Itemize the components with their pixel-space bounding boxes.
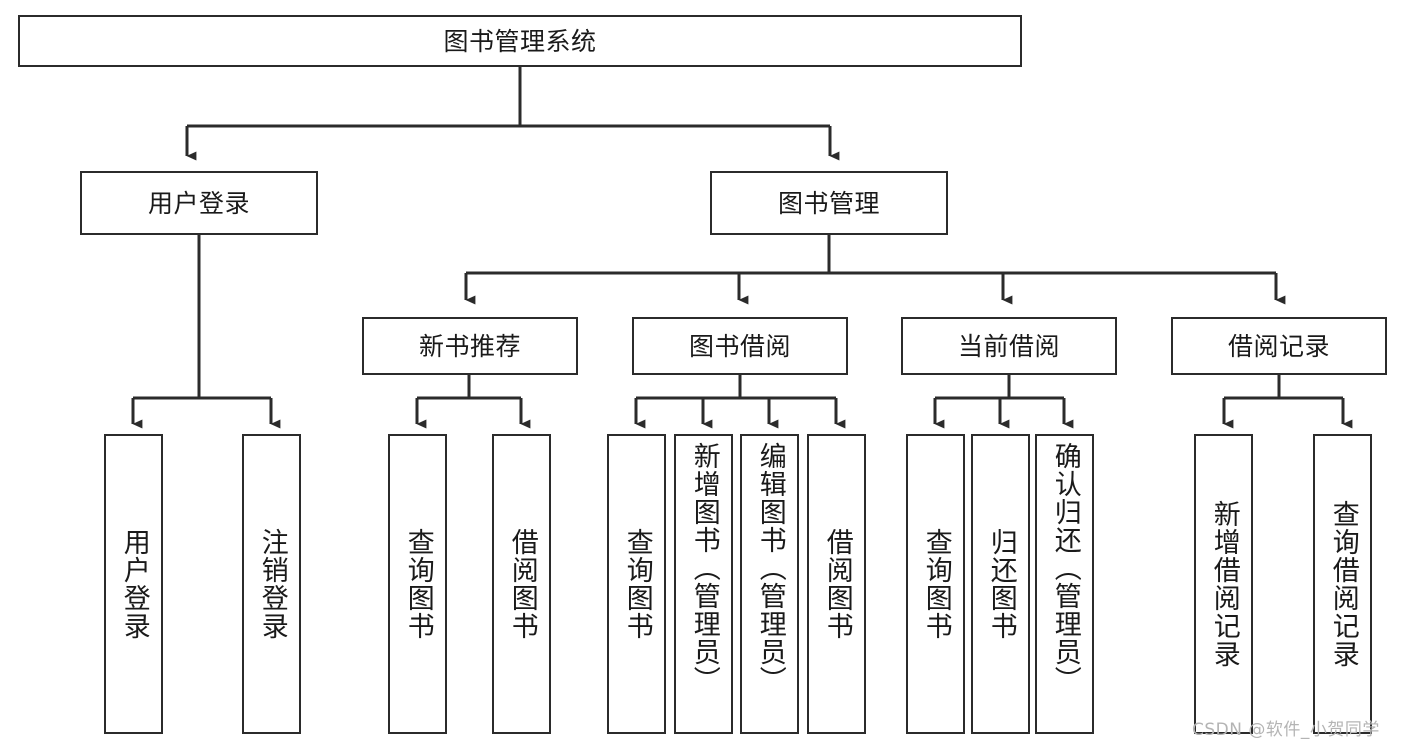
node-new-book-recommend[interactable]: 新书推荐 — [362, 317, 578, 375]
node-book-borrow[interactable]: 图书借阅 — [632, 317, 848, 375]
leaf-logout-login[interactable]: 注销登录 — [242, 434, 301, 734]
node-label: 新增借阅记录 — [1208, 500, 1240, 668]
node-label: 注销登录 — [256, 528, 288, 640]
node-label: 借阅记录 — [1227, 331, 1330, 361]
node-label: 图书管理 — [777, 188, 880, 218]
node-borrow-record[interactable]: 借阅记录 — [1171, 317, 1387, 375]
node-label: 新书推荐 — [418, 331, 521, 361]
leaf-confirm-return-admin[interactable]: 确认归还（管理员） — [1035, 434, 1094, 734]
leaf-query-borrow-record[interactable]: 查询借阅记录 — [1313, 434, 1372, 734]
node-label: 查询图书 — [920, 528, 952, 640]
node-label: 当前借阅 — [957, 331, 1060, 361]
leaf-add-borrow-record[interactable]: 新增借阅记录 — [1194, 434, 1253, 734]
leaf-query-book-new-recommend[interactable]: 查询图书 — [388, 434, 447, 734]
node-current-borrow[interactable]: 当前借阅 — [901, 317, 1117, 375]
leaf-edit-book-admin[interactable]: 编辑图书（管理员） — [740, 434, 799, 734]
node-label: 新增图书（管理员） — [688, 442, 720, 694]
leaf-return-book[interactable]: 归还图书 — [971, 434, 1030, 734]
node-label: 确认归还（管理员） — [1049, 442, 1081, 694]
node-label: 编辑图书（管理员） — [754, 442, 786, 694]
node-label: 图书借阅 — [688, 331, 791, 361]
leaf-borrow-book-new-recommend[interactable]: 借阅图书 — [492, 434, 551, 734]
node-label: 图书管理系统 — [443, 26, 597, 56]
node-label: 查询借阅记录 — [1327, 500, 1359, 668]
leaf-user-login[interactable]: 用户登录 — [104, 434, 163, 734]
leaf-query-book-current[interactable]: 查询图书 — [906, 434, 965, 734]
node-root-book-management-system[interactable]: 图书管理系统 — [18, 15, 1022, 67]
node-label: 归还图书 — [985, 528, 1017, 640]
leaf-query-book-borrow[interactable]: 查询图书 — [607, 434, 666, 734]
node-label: 用户登录 — [147, 188, 250, 218]
node-label: 查询图书 — [621, 528, 653, 640]
node-label: 借阅图书 — [821, 528, 853, 640]
node-user-login[interactable]: 用户登录 — [80, 171, 318, 235]
leaf-add-book-admin[interactable]: 新增图书（管理员） — [674, 434, 733, 734]
node-book-management[interactable]: 图书管理 — [710, 171, 948, 235]
node-label: 用户登录 — [118, 528, 150, 640]
leaf-borrow-book-borrow[interactable]: 借阅图书 — [807, 434, 866, 734]
node-label: 查询图书 — [402, 528, 434, 640]
node-label: 借阅图书 — [506, 528, 538, 640]
